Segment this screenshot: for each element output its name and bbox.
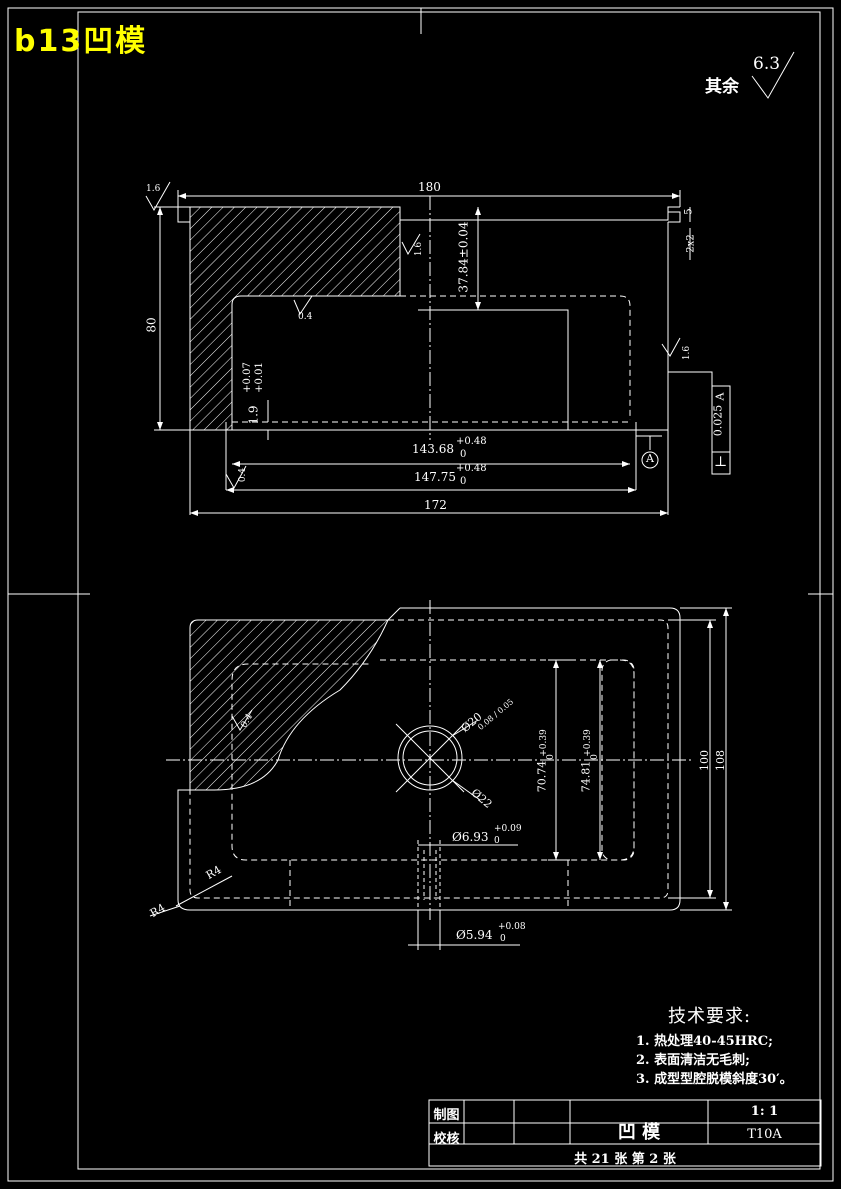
dim-143-68-tol-lower: 0 <box>460 449 467 460</box>
dim-37-84: 37.84±0.04 <box>456 221 471 293</box>
title-block-checked: 校核 <box>433 1132 460 1147</box>
dim-70-74: 70.74 <box>535 760 549 793</box>
dim-1-9: 1.9 <box>246 405 261 425</box>
front-section-hatch <box>189 206 401 431</box>
gt-datum: A <box>713 392 727 401</box>
dim-147-75-tol-upper: +0.48 <box>456 463 487 474</box>
center-hole-outer <box>397 725 463 791</box>
roughness-1: 1.6 <box>146 184 161 194</box>
dim-147-75: 147.75 <box>414 470 456 484</box>
top-section-hatch <box>189 619 389 791</box>
tech-requirement-item: 3. 成型型腔脱模斜度30′。 <box>636 1072 793 1087</box>
title-block-drawn: 制图 <box>433 1108 460 1123</box>
dim-180: 180 <box>418 180 441 194</box>
gt-value: 0.025 <box>711 404 725 437</box>
dim-6-93: Ø6.93 <box>452 830 489 844</box>
surface-finish-value: 6.3 <box>753 54 781 74</box>
title-block-material: T10A <box>747 1127 782 1142</box>
dim-74-81-low: 0 <box>589 754 600 760</box>
dim-108: 108 <box>714 750 727 771</box>
title-block-scale: 1: 1 <box>750 1104 779 1119</box>
dim-6-93-low: 0 <box>494 836 500 846</box>
dim-80: 80 <box>144 317 159 333</box>
datum-a: A <box>646 452 654 465</box>
dim-143-68: 143.68 <box>412 442 454 456</box>
tech-requirement-item: 2. 表面清洁无毛刺; <box>636 1053 750 1068</box>
front-cavity-dashed <box>400 295 631 420</box>
roughness-4: 0.4 <box>238 467 249 483</box>
general-roughness-symbol <box>751 51 795 99</box>
dim-143-68-tol-upper: +0.48 <box>456 436 487 447</box>
surface-finish-label: 其余 <box>705 77 739 97</box>
dim-172: 172 <box>424 498 447 512</box>
roughness-2: 1.6 <box>414 241 425 257</box>
tech-requirement-item: 1. 热处理40-45HRC; <box>636 1034 773 1049</box>
dim-1-9-tol-upper: +0.07 <box>241 362 253 393</box>
title-block-sheets: 共 21 张 第 2 张 <box>574 1152 676 1167</box>
dim-100: 100 <box>698 750 711 771</box>
roughness-3: 0.4 <box>298 312 313 322</box>
tech-requirements: 技术要求: 1. 热处理40-45HRC; 2. 表面清洁无毛刺; 3. 成型型… <box>636 1002 793 1089</box>
dim-5-94-low: 0 <box>500 934 506 944</box>
dim-2x2: 2x2 <box>685 234 697 253</box>
front-outline <box>177 206 680 431</box>
dim-5-94: Ø5.94 <box>456 928 493 942</box>
title-block <box>428 1099 822 1167</box>
tech-requirements-heading: 技术要求: <box>668 1006 752 1027</box>
top-view <box>149 600 732 950</box>
dim-70-74-tol: +0.39 <box>538 729 549 757</box>
roughness-5: 1.6 <box>682 345 693 361</box>
dim-70-74-low: 0 <box>545 754 556 760</box>
dim-147-75-tol-lower: 0 <box>460 476 467 487</box>
dim-74-81: 74.81 <box>579 760 593 793</box>
dim-74-81-tol: +0.39 <box>582 729 593 757</box>
front-view <box>145 51 795 516</box>
dim-1-9-tol-lower: +0.01 <box>253 362 265 393</box>
drawing-title: b13凹模 <box>14 24 148 59</box>
dim-5: 5 <box>683 208 695 215</box>
sheet-frame <box>7 7 834 1182</box>
top-cavity-dashed <box>189 619 669 899</box>
dim-5-94-tol: +0.08 <box>498 922 526 932</box>
center-hole-inner <box>402 730 458 786</box>
title-block-part-name: 凹 模 <box>617 1122 661 1143</box>
dim-6-93-tol: +0.09 <box>494 824 522 834</box>
gt-symbol: ⊥ <box>714 454 728 470</box>
